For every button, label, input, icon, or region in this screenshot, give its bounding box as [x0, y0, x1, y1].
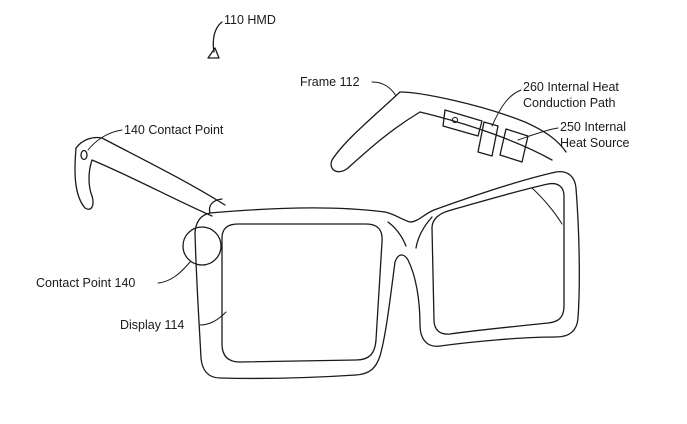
label-internal-path-line1: 260 Internal Heat [523, 80, 619, 94]
label-internal-path: 260 Internal Heat Conduction Path [491, 80, 619, 127]
left-temple-arm [74, 136, 226, 217]
front-frame [194, 170, 580, 380]
label-heat-source: 250 Internal Heat Source [517, 120, 630, 150]
temple-contact-point [80, 149, 88, 161]
label-contact-point-side: Contact Point 140 [36, 261, 191, 290]
label-hmd-text: 110 HMD [224, 13, 276, 27]
label-hmd: 110 HMD [207, 13, 276, 59]
label-heat-source-line2: Heat Source [560, 136, 630, 150]
label-heat-source-line1: 250 Internal [560, 120, 626, 134]
label-contact-point-top: 140 Contact Point [87, 123, 224, 151]
internal-sensor-dot [451, 116, 459, 124]
label-frame: Frame 112 [300, 75, 397, 97]
left-display-lens [221, 223, 383, 363]
label-display: Display 114 [120, 311, 227, 332]
internal-heat-conduction-path [442, 109, 499, 157]
right-display-lens [431, 182, 565, 335]
internal-heat-source [499, 128, 529, 163]
frame-contact-point [182, 226, 222, 266]
right-temple-arm [330, 91, 567, 173]
label-internal-path-line2: Conduction Path [523, 96, 615, 110]
label-contact-point-side-text: Contact Point 140 [36, 276, 135, 290]
label-contact-point-top-text: 140 Contact Point [124, 123, 224, 137]
label-frame-text: Frame 112 [300, 75, 360, 89]
label-display-text: Display 114 [120, 318, 184, 332]
